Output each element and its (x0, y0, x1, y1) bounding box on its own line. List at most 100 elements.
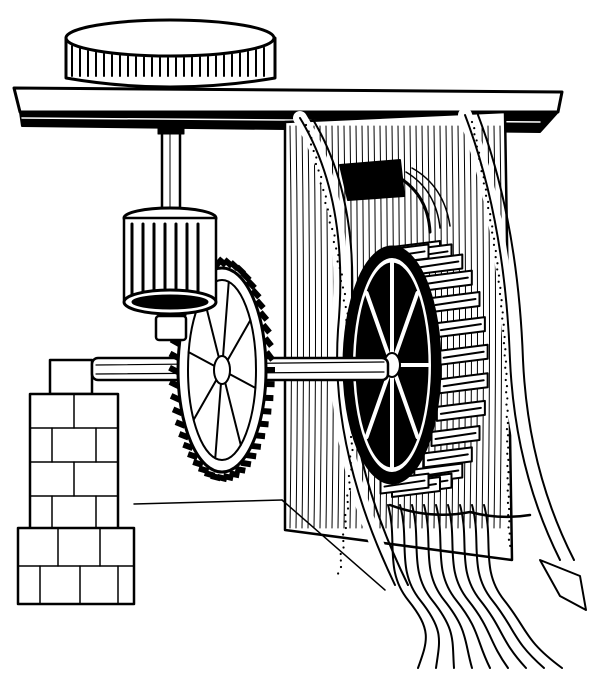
ground-line (133, 499, 587, 611)
plank-dot (504, 378, 507, 382)
plank-dot (339, 552, 342, 556)
tailrace-water (387, 503, 563, 669)
wheel-paddle-shade (442, 350, 485, 359)
water-wave (483, 504, 563, 669)
plank-dot (497, 280, 500, 283)
plank-dot (492, 237, 496, 240)
gear-tooth (262, 336, 274, 348)
wheel-paddle-shade (426, 453, 469, 462)
plank-dot (344, 526, 347, 530)
gear-tooth (234, 465, 246, 474)
wheel-paddle-shade (426, 276, 469, 285)
lantern-pinion (122, 206, 218, 316)
plank-dot (473, 133, 476, 136)
plank-dot (497, 274, 501, 277)
water-wheel (342, 240, 489, 498)
gear-tooth (240, 270, 252, 283)
plank-dot (340, 273, 343, 276)
wheel-spoke (364, 290, 394, 367)
water-wave (423, 504, 473, 669)
plank-dot (508, 532, 511, 535)
plank-dot (319, 182, 322, 185)
plank-dot (505, 415, 508, 418)
plank-dot (475, 145, 478, 148)
plank-dot (506, 421, 509, 425)
plank-dot (507, 483, 510, 486)
plank-dot (338, 266, 341, 270)
plank-dot (344, 513, 347, 517)
plank-dot (492, 243, 496, 246)
plank-dot (342, 299, 345, 302)
plank-dot (349, 455, 352, 458)
plank-dot (320, 175, 323, 179)
plank-dot (484, 194, 488, 197)
plank-dot (505, 372, 508, 375)
plank-dot (339, 565, 343, 569)
plank-dot (496, 262, 499, 265)
plank-dot (491, 231, 494, 234)
plank-dot (482, 182, 485, 185)
plank-dot (505, 391, 508, 394)
plank-dot (326, 208, 329, 211)
plank-dot (501, 311, 504, 314)
gear-tooth (187, 451, 199, 461)
stone-pier (16, 358, 136, 606)
plank-dot (494, 256, 497, 259)
plank-dot (304, 123, 308, 127)
plank-dot (507, 495, 510, 498)
plank-dot (335, 247, 338, 250)
plank-dot (500, 299, 503, 302)
plank-dot (496, 268, 499, 271)
plank-dot (509, 544, 512, 547)
plank-dot (480, 163, 483, 167)
plank-dot (507, 538, 511, 541)
plank-dot (312, 149, 315, 153)
plank-dot (475, 139, 478, 142)
plank-dot (503, 335, 506, 339)
plank-dot (506, 409, 509, 412)
water-wave (399, 504, 440, 669)
plank-dot (351, 448, 354, 452)
wall-grain-line (289, 125, 292, 529)
plank-dot (508, 520, 511, 523)
plank-dot (500, 305, 503, 308)
plank-dot (504, 366, 507, 369)
wheel-paddles (379, 240, 489, 498)
plank-dot (507, 458, 510, 461)
plank-dot (507, 526, 510, 529)
plank-dot (348, 487, 351, 491)
plank-dot (505, 385, 509, 388)
plank-dot (506, 489, 509, 492)
plank-dot (505, 403, 508, 406)
plank-dot (477, 151, 481, 154)
gear-tooth (171, 406, 184, 417)
gear-tooth (258, 310, 270, 322)
wheel-paddle-shade (434, 297, 477, 306)
gear-tooth (265, 367, 275, 373)
wall-grain-line (493, 125, 496, 529)
wheel-paddle-shade (383, 479, 426, 488)
gear-tooth (250, 287, 262, 300)
wheel-spoke (390, 363, 420, 440)
gear-tooth (197, 465, 210, 475)
wall-grain-line (301, 125, 304, 529)
plank-dot (506, 477, 509, 480)
plank-dot (507, 446, 510, 449)
plank-dot (507, 471, 510, 474)
water-wave (411, 504, 455, 669)
spur-gear-wheel (168, 256, 275, 483)
wall-grain-line (307, 125, 310, 529)
plank-dot (309, 143, 313, 146)
plank-dot (324, 201, 327, 205)
plank-dot (506, 464, 509, 468)
water-wave (387, 504, 427, 669)
gear-tooth (216, 256, 228, 268)
water-wave (471, 504, 545, 669)
plank-dot (489, 213, 492, 216)
plank-dot (502, 342, 506, 345)
plank-dot (504, 348, 507, 351)
plank-dot (333, 234, 336, 237)
plank-dot (339, 279, 343, 283)
